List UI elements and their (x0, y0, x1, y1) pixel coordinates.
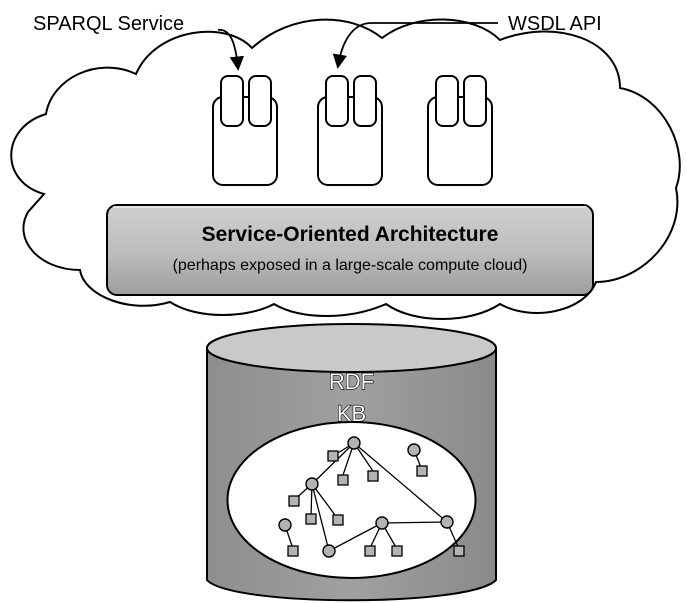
service-icon-wsdl (317, 75, 383, 186)
service-icon-third (427, 75, 493, 186)
graph-node (375, 516, 389, 530)
graph-node (305, 477, 319, 491)
wsdl-callout-arrow (332, 22, 498, 69)
graph-node (440, 515, 454, 529)
graph-literal (416, 465, 428, 477)
soa-band: Service-Oriented Architecture (perhaps e… (106, 204, 594, 296)
graph-literal (327, 450, 339, 462)
graph-literal (288, 495, 300, 507)
graph-literal (305, 513, 317, 525)
graph-node (322, 544, 336, 558)
graph-literal (332, 514, 344, 526)
soa-title: Service-Oriented Architecture (202, 223, 499, 246)
graph-literal (287, 545, 299, 557)
service-icon-sparql (212, 75, 278, 186)
graph-node (347, 436, 361, 450)
soa-subtitle: (perhaps exposed in a large-scale comput… (173, 257, 528, 274)
knowledge-graph (226, 421, 477, 579)
wsdl-api-label: WSDL API (508, 13, 602, 35)
graph-literal (367, 470, 379, 482)
graph-literal (337, 474, 349, 486)
graph-literal (364, 545, 376, 557)
sparql-service-label: SPARQL Service (33, 13, 184, 35)
graph-literal (391, 545, 403, 557)
sparql-callout-arrow (217, 29, 245, 71)
graph-literal (453, 545, 465, 557)
graph-node (278, 518, 292, 532)
rdf-label: RDF (329, 369, 374, 394)
graph-node (407, 443, 421, 457)
